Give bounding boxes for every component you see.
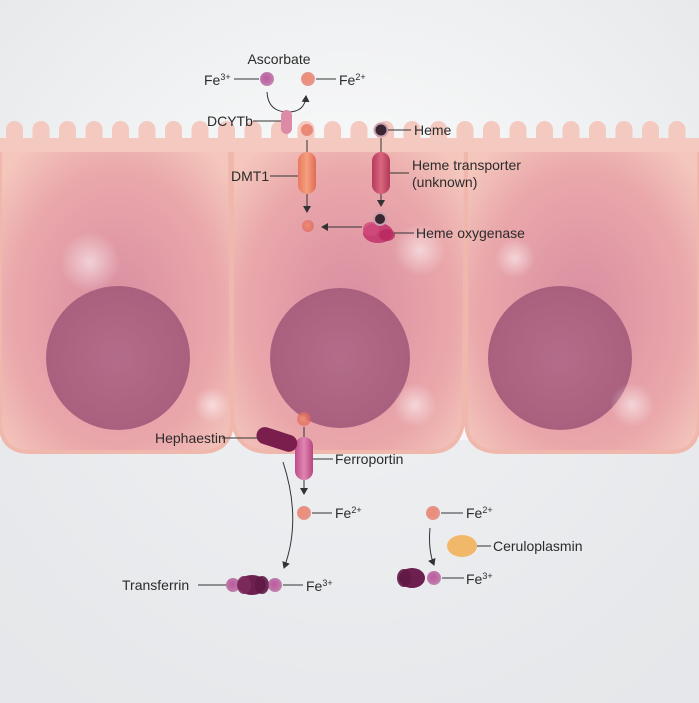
ferroportin-transporter [295,437,313,480]
highlight [495,238,535,278]
fe2-ion-plasma [297,506,311,520]
heme-oxygenase-enzyme [363,222,395,243]
fe3-ion [427,571,441,585]
fe2-ion-cytosol [302,220,314,232]
label-fe3-bottom-left: Fe3+ [306,578,333,594]
fe3-ion [268,578,282,592]
label-dmt1: DMT1 [231,168,269,184]
highlight [610,383,654,427]
blood-side-background [0,440,699,703]
label-heme-transporter-note: (unknown) [412,174,477,190]
fe2-ion-right [426,506,440,520]
label-ceruloplasmin: Ceruloplasmin [493,538,582,554]
ceruloplasmin-enzyme [447,535,477,557]
fe3-ion [226,578,240,592]
label-fe2-mid: Fe2+ [335,505,362,521]
hephaestin-enzyme [256,427,298,452]
nuclei [46,224,654,430]
fe3-ion-top [260,72,274,86]
fe2-ion-basolateral [297,412,311,426]
nucleus-left [46,286,190,430]
label-fe3-top: Fe3+ [204,72,231,88]
arrow-oxidation [428,527,436,566]
highlight [60,232,120,292]
label-fe3-bottom-right: Fe3+ [466,571,493,587]
highlight [394,224,446,276]
nucleus-center [270,288,410,428]
arrow-to-transferrin [282,461,294,569]
label-dcytb: DCYTb [207,113,253,129]
label-heme-oxygenase: Heme oxygenase [416,225,525,241]
label-fe2-right: Fe2+ [466,505,493,521]
nucleus-right [488,286,632,430]
label-ascorbate: Ascorbate [247,51,310,67]
label-ferroportin: Ferroportin [335,451,403,467]
fe2-ion-dmt1-entry [301,124,313,136]
label-hephaestin: Hephaestin [155,430,226,446]
heme-molecule-bound [373,212,387,226]
dcytb-transporter [281,110,292,134]
fe3-transferrin-complex-right [397,568,441,588]
heme-transporter [372,152,390,194]
fe2-ion-top [301,72,315,86]
label-heme: Heme [414,122,452,138]
apical-membrane [0,138,699,152]
label-fe2-top: Fe2+ [339,72,366,88]
highlight [393,383,437,427]
dmt1-transporter [298,152,316,194]
microvilli-brush-border [0,121,699,152]
highlight [194,387,230,423]
label-transferrin: Transferrin [122,577,189,593]
transferrin-complex [226,575,282,595]
heme-molecule [373,122,389,138]
label-heme-transporter: Heme transporter [412,157,521,173]
